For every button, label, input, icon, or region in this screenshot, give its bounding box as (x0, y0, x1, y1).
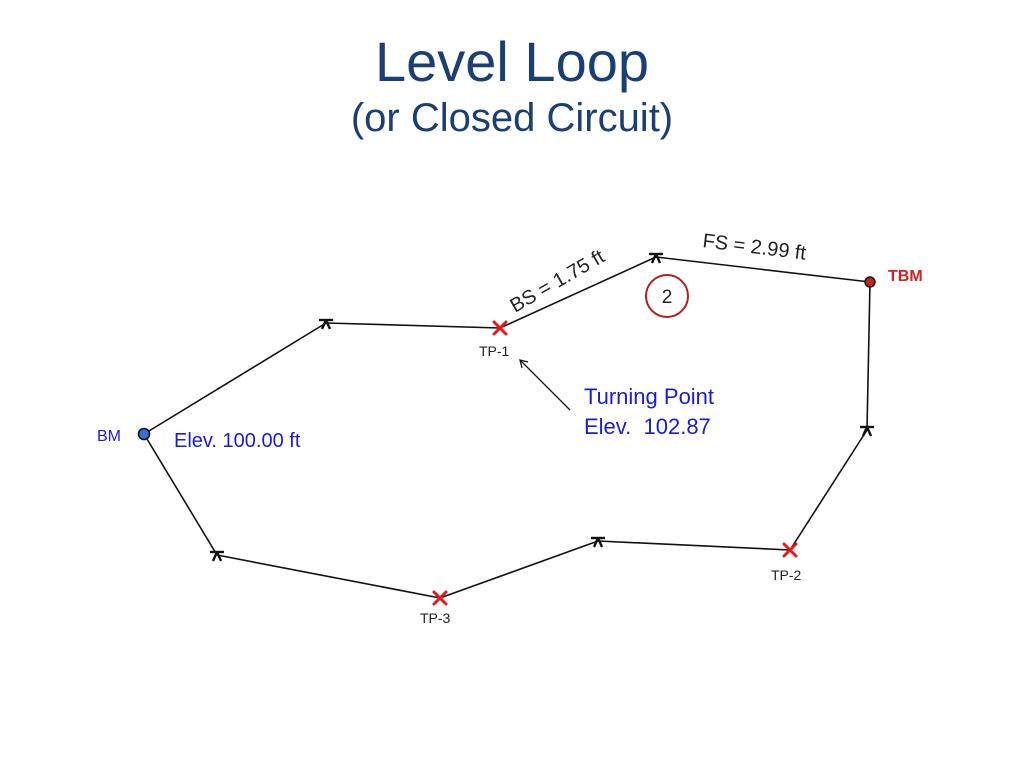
level-instrument-icon (591, 536, 605, 548)
x-marker-icon (432, 590, 448, 606)
tbm-circle-marker-icon (864, 276, 876, 288)
foresight-label: FS = 2.99 ft (701, 230, 807, 265)
backsight-label: BS = 1.75 ft (507, 246, 609, 318)
x-marker-icon (782, 542, 798, 558)
traverse-lines (143, 256, 871, 599)
line-setup5-to-bm (143, 433, 218, 556)
line-setup4-to-tp3 (439, 540, 599, 599)
line-tp2-to-setup4 (597, 540, 791, 551)
tbm-label: TBM (888, 268, 923, 285)
slide-subtitle: (or Closed Circuit) (350, 96, 674, 140)
tp2-label: TP-2 (771, 567, 802, 583)
title-block: Level Loop (or Closed Circuit) (0, 30, 1024, 142)
bm-label: BM (97, 428, 121, 445)
callout-line-1: Turning Point (584, 384, 714, 409)
setup-number-circle (645, 274, 689, 318)
callout-line-2: Elev. 102.87 (584, 414, 711, 439)
bm-elevation-text: Elev. 100.00 ft (174, 430, 301, 452)
line-tbm-to-setup3 (866, 281, 871, 431)
level-instrument-icon (210, 550, 224, 562)
level-instrument-icon (860, 425, 874, 437)
line-setup2-to-tbm (655, 256, 871, 283)
setup-number-text: 2 (662, 287, 673, 308)
x-marker-icon (492, 320, 508, 336)
slide-title: Level Loop (374, 30, 649, 93)
tp1-label: TP-1 (479, 343, 510, 359)
line-bm-to-setup1 (143, 322, 327, 435)
level-instrument-icon (319, 318, 333, 330)
line-tp1-to-setup2 (499, 256, 657, 329)
line-setup3-to-tp2 (789, 429, 868, 551)
line-setup1-to-tp1 (325, 322, 501, 329)
callout-arrow-icon (519, 359, 571, 411)
line-tp3-to-setup5 (216, 554, 441, 599)
level-instrument-icon (649, 252, 663, 264)
tp3-label: TP-3 (420, 610, 451, 626)
bm-circle-marker-icon (137, 427, 151, 441)
